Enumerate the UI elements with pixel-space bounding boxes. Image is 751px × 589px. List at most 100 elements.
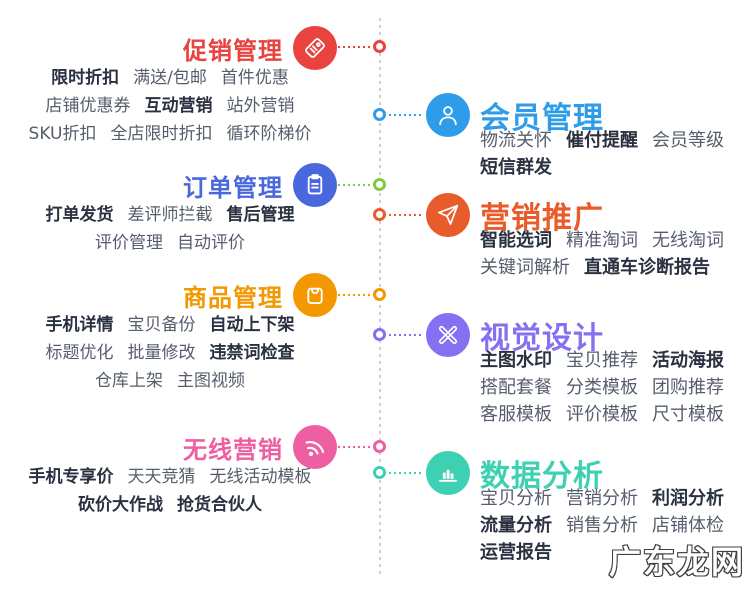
feature-item: 会员等级: [652, 130, 724, 151]
connector-line: [389, 114, 424, 116]
feature-items: 智能选词精准淘词无线淘词关键词解析直通车诊断报告: [426, 227, 751, 281]
section-header: 营销推广: [426, 193, 751, 237]
section-wireless-marketing: 无线营销 手机专享价天天竞猜无线活动模板砍价大作战抢货合伙人: [0, 425, 340, 519]
feature-item: 营销分析: [566, 488, 638, 509]
feature-item: 团购推荐: [652, 377, 724, 398]
feature-items: 手机专享价天天竞猜无线活动模板砍价大作战抢货合伙人: [0, 463, 340, 519]
section-header: 无线营销: [0, 425, 340, 469]
feature-row: 智能选词精准淘词无线淘词: [480, 227, 751, 254]
feature-item: 店铺优惠券: [45, 96, 131, 116]
feature-item: 站外营销: [226, 96, 295, 116]
feature-item: 自动上下架: [209, 315, 295, 335]
timeline-dot: [373, 328, 386, 341]
bar-chart-icon: [426, 451, 470, 495]
feature-row: 主图水印宝贝推荐活动海报: [480, 347, 751, 374]
feature-item: 限时折扣: [51, 68, 120, 88]
timeline-dot: [373, 288, 386, 301]
feature-item: 互动营销: [144, 96, 213, 116]
section-header: 订单管理: [0, 163, 340, 207]
section-order-management: 订单管理 打单发货差评师拦截售后管理评价管理自动评价: [0, 163, 340, 257]
timeline-dot: [373, 108, 386, 121]
feature-row: 限时折扣满送/包邮首件优惠: [0, 64, 340, 92]
feature-item: 短信群发: [480, 157, 552, 178]
feature-row: 流量分析销售分析店铺体检: [480, 512, 751, 539]
feature-item: 抢货合伙人: [177, 495, 262, 515]
feature-item: 搭配套餐: [480, 377, 552, 398]
user-icon: [426, 93, 470, 137]
feature-item: 售后管理: [226, 205, 295, 225]
watermark: 广东龙网: [608, 542, 745, 582]
section-title: 商品管理: [183, 283, 283, 312]
section-title: 促销管理: [183, 36, 283, 65]
timeline-dot: [373, 466, 386, 479]
section-header: 会员管理: [426, 93, 751, 137]
feature-item: 砍价大作战: [78, 495, 163, 515]
feature-row: 物流关怀催付提醒会员等级: [480, 127, 751, 154]
feature-item: 流量分析: [480, 515, 552, 536]
connector-line: [389, 214, 424, 216]
feature-item: 首件优惠: [220, 68, 289, 88]
section-title: 无线营销: [183, 435, 283, 464]
section-product-management: 商品管理 手机详情宝贝备份自动上下架标题优化批量修改违禁词检查仓库上架主图视频: [0, 273, 340, 395]
section-title: 数据分析: [480, 459, 604, 494]
feature-item: 直通车诊断报告: [584, 257, 710, 278]
feature-item: 物流关怀: [480, 130, 552, 151]
feature-items: 手机详情宝贝备份自动上下架标题优化批量修改违禁词检查仓库上架主图视频: [0, 311, 340, 395]
section-visual-design: 视觉设计 主图水印宝贝推荐活动海报搭配套餐分类模板团购推荐客服模板评价模板尺寸模…: [426, 313, 751, 428]
section-data-analysis: 数据分析 宝贝分析营销分析利润分析流量分析销售分析店铺体检运营报告: [426, 451, 751, 566]
feature-item: 店铺体检: [652, 515, 724, 536]
connector-line: [338, 294, 372, 296]
feature-item: 满送/包邮: [133, 68, 207, 88]
section-title: 订单管理: [183, 173, 283, 202]
feature-items: 主图水印宝贝推荐活动海报搭配套餐分类模板团购推荐客服模板评价模板尺寸模板: [426, 347, 751, 428]
feature-row: 搭配套餐分类模板团购推荐: [480, 374, 751, 401]
feature-item: 自动评价: [177, 233, 245, 253]
section-header: 数据分析: [426, 451, 751, 495]
feature-row: 仓库上架主图视频: [0, 367, 340, 395]
tag-icon: [293, 26, 337, 70]
feature-item: 宝贝推荐: [566, 350, 638, 371]
feature-row: 宝贝分析营销分析利润分析: [480, 485, 751, 512]
feature-items: 宝贝分析营销分析利润分析流量分析销售分析店铺体检运营报告: [426, 485, 751, 566]
feature-item: 关键词解析: [480, 257, 570, 278]
connector-line: [389, 472, 424, 474]
section-title: 视觉设计: [480, 321, 604, 356]
feature-item: 精准淘词: [566, 230, 638, 251]
feature-item: 活动海报: [652, 350, 724, 371]
feature-item: 无线活动模板: [209, 467, 312, 487]
feature-item: SKU折扣: [28, 124, 97, 144]
timeline-dot: [373, 208, 386, 221]
feature-row: 店铺优惠券互动营销站外营销: [0, 92, 340, 120]
feature-item: 催付提醒: [566, 130, 638, 151]
feature-item: 利润分析: [652, 488, 724, 509]
paper-plane-icon: [426, 193, 470, 237]
feature-items: 打单发货差评师拦截售后管理评价管理自动评价: [0, 201, 340, 257]
shopping-bag-icon: [293, 273, 337, 317]
connector-line: [338, 46, 372, 48]
feature-item: 仓库上架: [95, 371, 163, 391]
connector-line: [338, 446, 372, 448]
feature-item: 差评师拦截: [127, 205, 213, 225]
feature-item: 尺寸模板: [652, 404, 724, 425]
feature-item: 销售分析: [566, 515, 638, 536]
feature-item: 标题优化: [45, 343, 114, 363]
connector-line: [389, 334, 424, 336]
timeline-dot: [373, 440, 386, 453]
section-title: 会员管理: [480, 101, 604, 136]
feature-item: 宝贝分析: [480, 488, 552, 509]
feature-item: 无线淘词: [652, 230, 724, 251]
section-marketing-promotion: 营销推广 智能选词精准淘词无线淘词关键词解析直通车诊断报告: [426, 193, 751, 281]
feature-row: 砍价大作战抢货合伙人: [0, 491, 340, 519]
feature-item: 评价模板: [566, 404, 638, 425]
feature-item: 循环阶梯价: [226, 124, 312, 144]
feature-row: 短信群发: [480, 154, 751, 181]
section-header: 促销管理: [0, 26, 340, 70]
feature-row: 客服模板评价模板尺寸模板: [480, 401, 751, 428]
feature-row: 关键词解析直通车诊断报告: [480, 254, 751, 281]
feature-item: 评价管理: [95, 233, 163, 253]
section-header: 视觉设计: [426, 313, 751, 357]
feature-item: 天天竞猜: [127, 467, 196, 487]
